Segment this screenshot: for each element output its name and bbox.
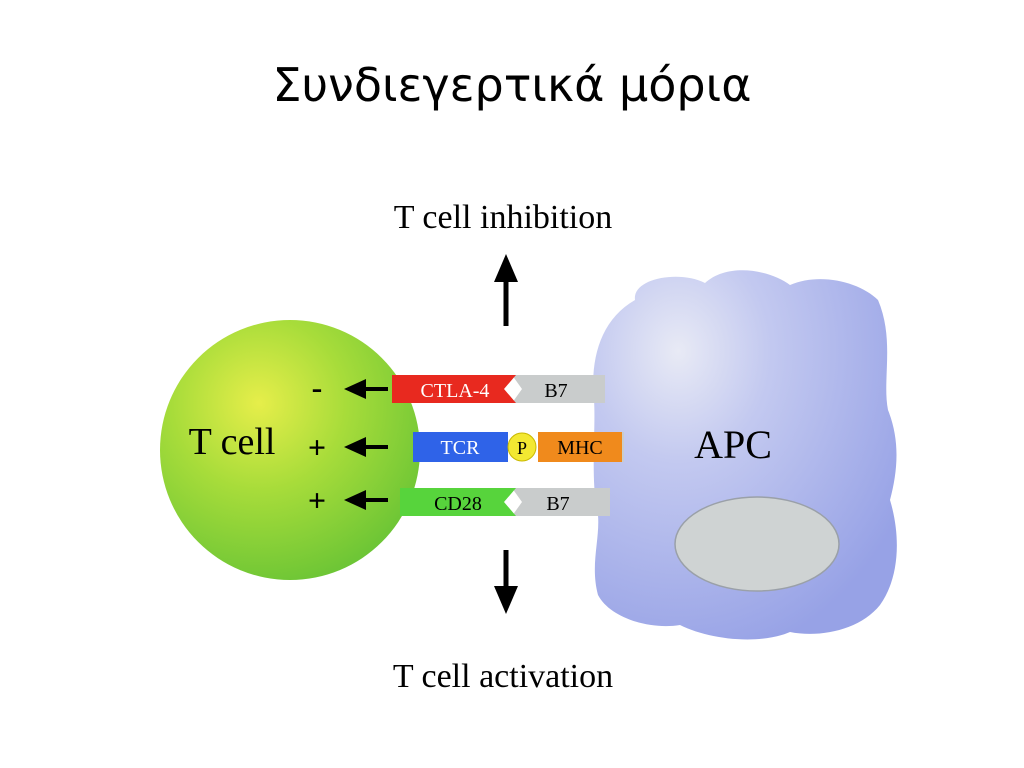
receptor-tcr bbox=[413, 432, 508, 462]
receptor-cd28 bbox=[400, 488, 516, 516]
receptor-ctla4 bbox=[392, 375, 516, 403]
arrow-left-icon bbox=[344, 437, 388, 457]
sign-minus: - bbox=[312, 369, 323, 405]
arrow-up-icon bbox=[494, 254, 518, 326]
tcr-label: TCR bbox=[441, 437, 481, 459]
bottom-label: T cell activation bbox=[393, 658, 613, 695]
apc-label: APC bbox=[694, 422, 772, 467]
t-cell-label: T cell bbox=[189, 421, 276, 463]
b7-top-label: B7 bbox=[544, 380, 567, 402]
ligand-b7-top bbox=[512, 375, 605, 403]
row-tcr: TCR P MHC + bbox=[308, 429, 624, 465]
mhc-label: MHC bbox=[557, 437, 603, 459]
cd28-label: CD28 bbox=[434, 493, 482, 515]
apc-nucleus bbox=[674, 496, 840, 592]
phospho-label: P bbox=[517, 438, 527, 458]
ligand-mhc bbox=[538, 432, 622, 462]
sign-plus-bottom: + bbox=[308, 482, 326, 518]
slide-title: Συνδιεγερτικά μόρια bbox=[272, 58, 752, 112]
b7-bottom-label: B7 bbox=[546, 493, 569, 515]
row-ctla4: CTLA-4 B7 - bbox=[312, 369, 605, 405]
arrow-down-icon bbox=[494, 550, 518, 614]
top-label: T cell inhibition bbox=[394, 199, 612, 236]
arrow-left-icon bbox=[344, 490, 388, 510]
sign-plus-middle: + bbox=[308, 429, 326, 465]
phospho-marker bbox=[507, 432, 537, 462]
ligand-b7-bottom bbox=[512, 488, 610, 516]
arrow-left-icon bbox=[344, 379, 388, 399]
row-cd28: CD28 B7 + bbox=[308, 482, 610, 518]
ctla4-label: CTLA-4 bbox=[421, 380, 490, 402]
